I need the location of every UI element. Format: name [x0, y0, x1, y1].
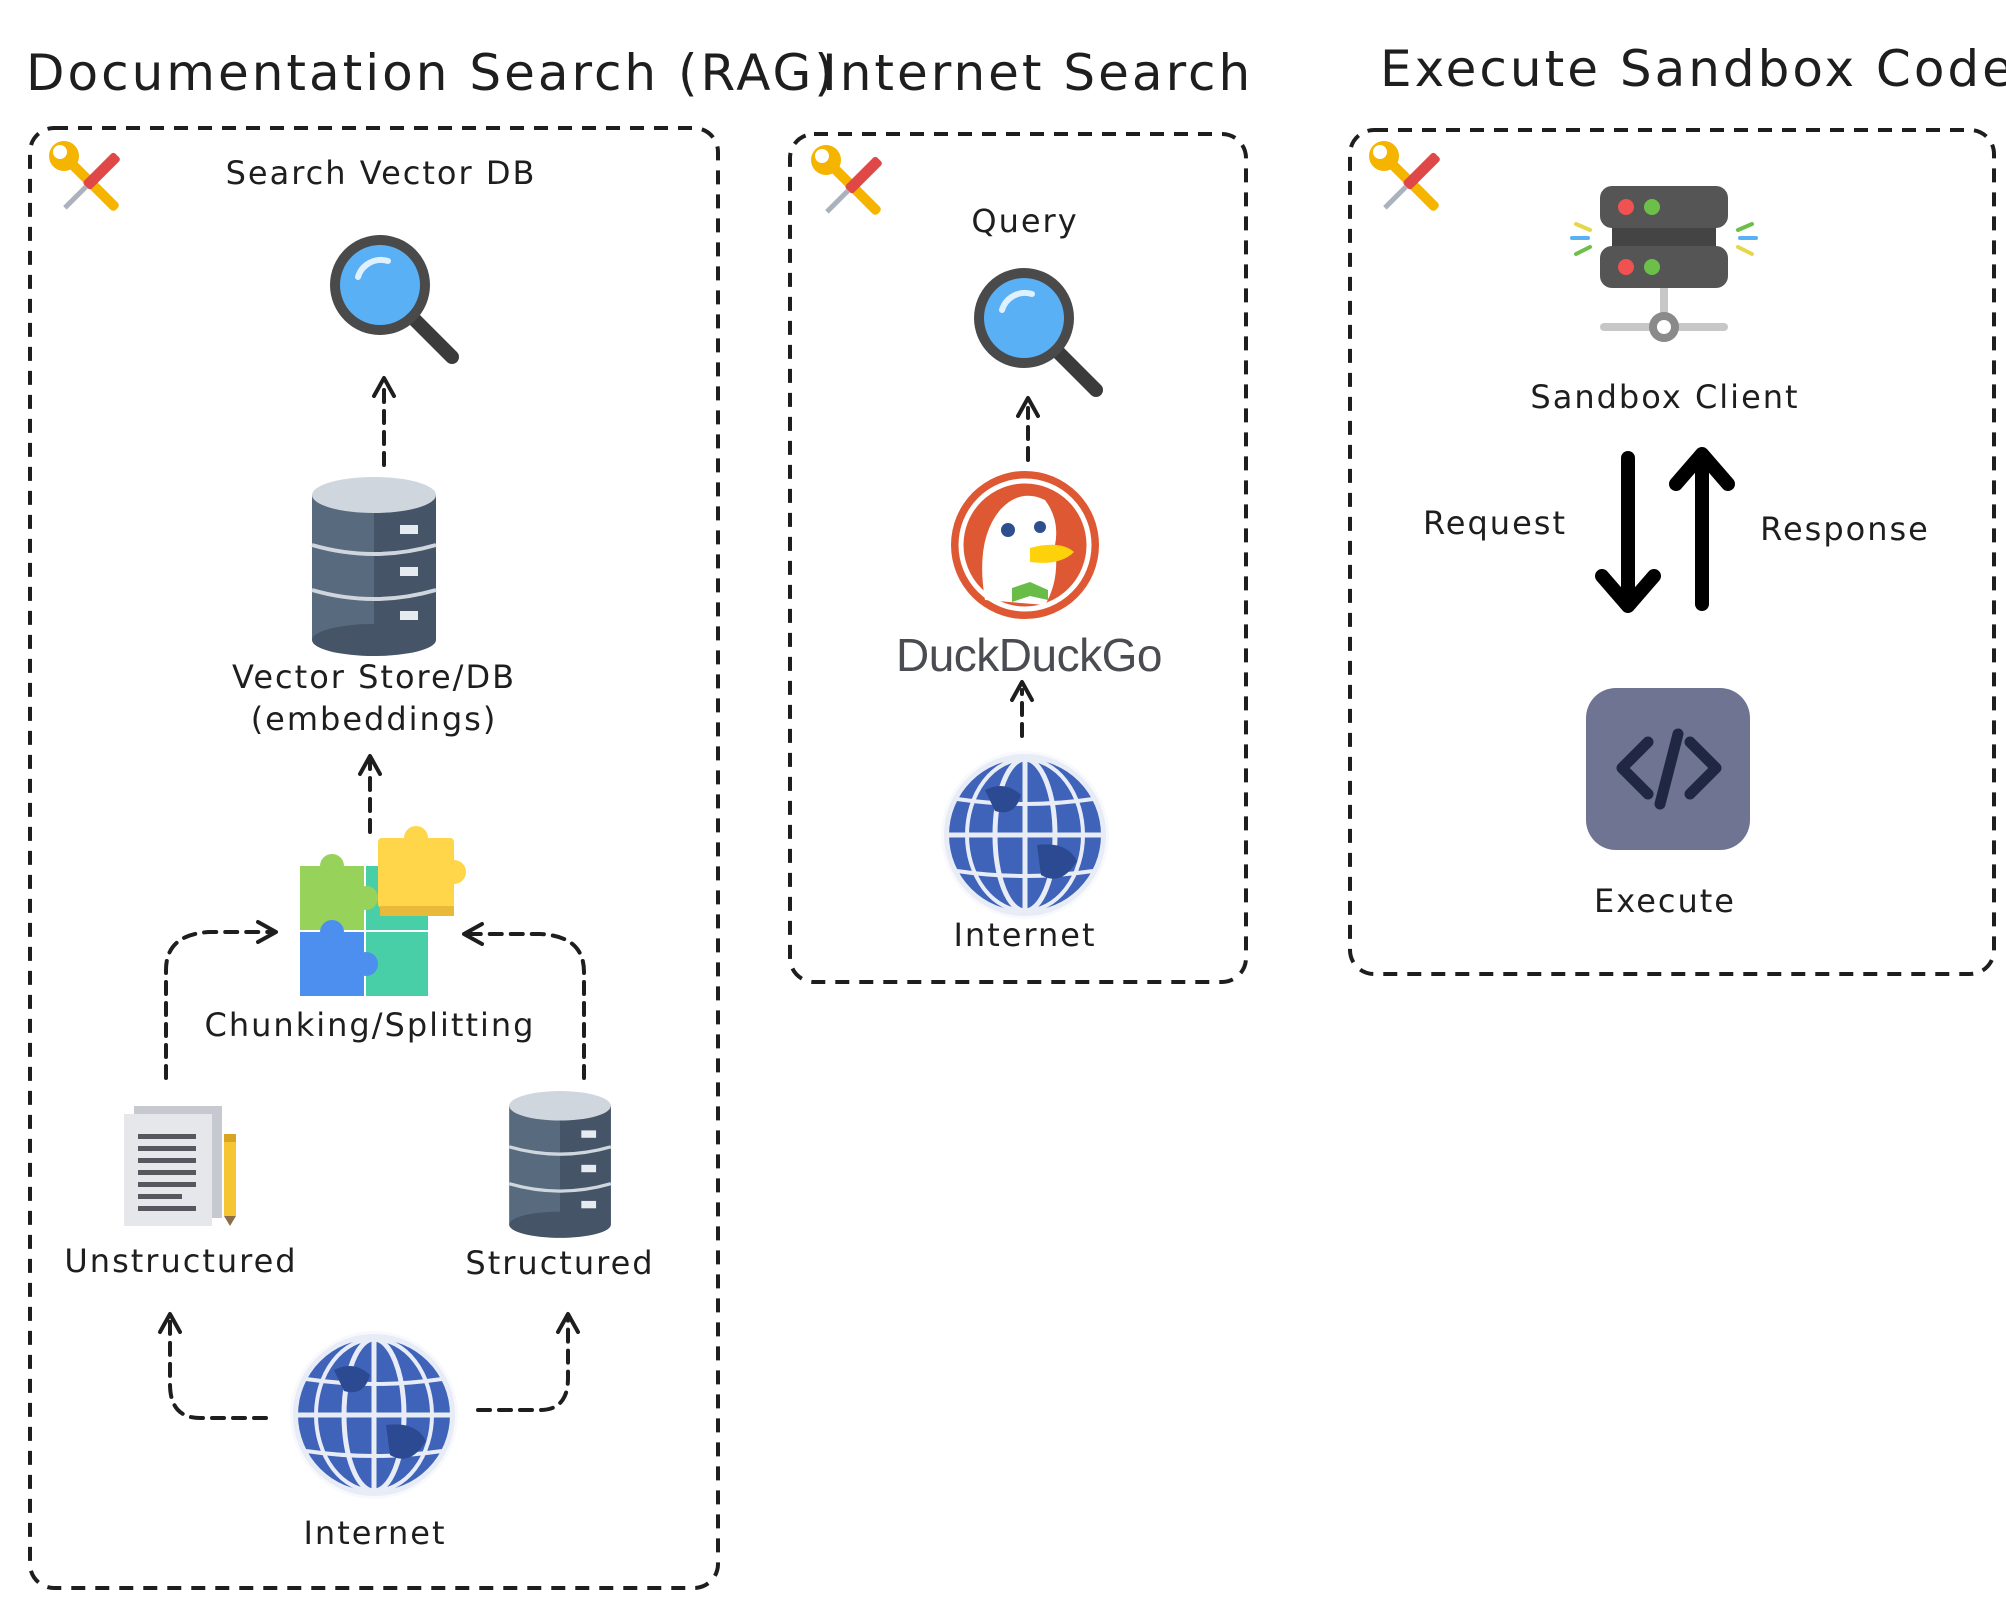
server-icon	[1570, 186, 1758, 342]
puzzle-icon	[300, 826, 466, 996]
arrow-structured-to-chunk	[468, 932, 586, 1080]
panel-title-sandbox: Execute Sandbox Code	[1380, 40, 2006, 98]
sandbox-client-label: Sandbox Client	[1530, 378, 1800, 416]
arrow-internet-to-structured	[476, 1318, 570, 1412]
structured-database-icon	[507, 1089, 613, 1240]
response-label: Response	[1760, 510, 1930, 548]
vector-database-icon	[310, 475, 438, 658]
duckduckgo-logo-icon	[951, 471, 1099, 619]
execute-label: Execute	[1594, 882, 1736, 920]
internet-label: Internet	[303, 1514, 447, 1552]
globe-icon	[290, 1331, 458, 1499]
rag-panel-frame	[28, 126, 720, 1590]
panel-title-internet-search: Internet Search	[822, 44, 1254, 102]
vector-store-label-line1: Vector Store/DB	[231, 658, 517, 696]
search-vector-db-label: Search Vector DB	[225, 154, 537, 192]
query-label: Query	[971, 202, 1079, 240]
magnifier-icon	[330, 235, 452, 357]
globe-icon	[941, 751, 1109, 919]
document-icon	[124, 1106, 236, 1226]
internet-search-panel-frame	[788, 132, 1248, 984]
arrow-unstructured-to-chunk	[164, 930, 272, 1080]
tools-icon	[49, 141, 122, 213]
sandbox-panel-frame	[1348, 128, 1996, 976]
magnifier-icon	[974, 268, 1096, 390]
chunking-label: Chunking/Splitting	[204, 1006, 536, 1044]
tools-icon	[811, 145, 884, 217]
tools-icon	[1369, 141, 1442, 213]
vector-store-label-line2: (embeddings)	[250, 700, 498, 738]
unstructured-label: Unstructured	[64, 1242, 298, 1280]
internet-label: Internet	[953, 916, 1097, 954]
request-label: Request	[1423, 504, 1567, 542]
duckduckgo-wordmark: DuckDuckGo	[896, 629, 1162, 681]
arrow-internet-to-unstructured	[168, 1318, 268, 1420]
panel-title-rag: Documentation Search (RAG)	[26, 44, 837, 102]
structured-label: Structured	[465, 1244, 655, 1282]
code-icon	[1586, 688, 1750, 850]
